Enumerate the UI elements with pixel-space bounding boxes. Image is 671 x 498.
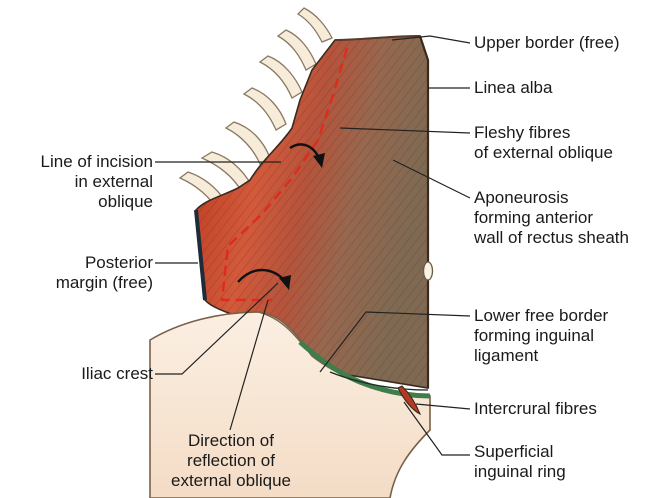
label-iliac-crest: Iliac crest — [81, 364, 153, 384]
label-superficial-ring: Superficial inguinal ring — [474, 442, 566, 482]
umbilicus — [424, 262, 433, 280]
label-upper-border: Upper border (free) — [474, 33, 620, 53]
label-aponeurosis: Aponeurosis forming anterior wall of rec… — [474, 188, 629, 248]
label-intercrural-fibres: Intercrural fibres — [474, 399, 597, 419]
label-posterior-margin: Posterior margin (free) — [56, 253, 153, 293]
label-lower-free-border: Lower free border forming inguinal ligam… — [474, 306, 608, 366]
rib-5 — [226, 122, 270, 164]
label-direction-of-reflection: Direction of reflection of external obli… — [138, 431, 324, 491]
label-line-of-incision: Line of incision in external oblique — [41, 152, 153, 212]
label-fleshy-fibres: Fleshy fibres of external oblique — [474, 123, 613, 163]
rib-3 — [260, 56, 302, 98]
label-linea-alba: Linea alba — [474, 78, 552, 98]
rib-4 — [244, 88, 286, 130]
rib-2 — [278, 30, 316, 70]
rib-1 — [298, 8, 332, 42]
